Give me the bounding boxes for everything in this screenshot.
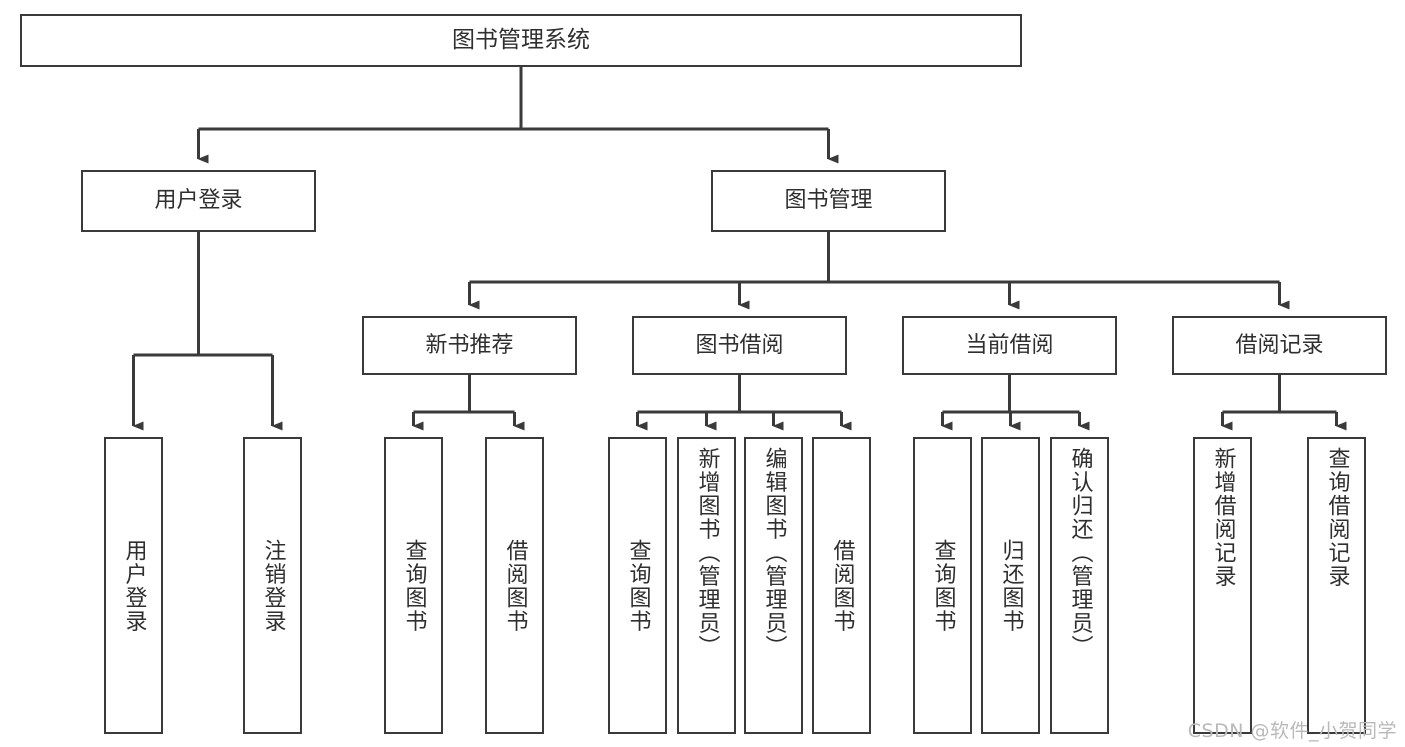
- node-leaf-add-borrow-record[interactable]: 新增借阅记录: [1193, 437, 1252, 734]
- node-leaf-edit-book-admin[interactable]: 编辑图书（管理员）: [744, 437, 803, 734]
- node-leaf-borrow-book-recommend[interactable]: 借阅图书: [485, 437, 544, 734]
- node-book-borrow[interactable]: 图书借阅: [632, 316, 847, 375]
- node-label: 图书管理系统: [452, 26, 590, 53]
- node-leaf-query-borrow-record[interactable]: 查询借阅记录: [1307, 437, 1366, 734]
- node-leaf-return-book[interactable]: 归还图书: [981, 437, 1040, 734]
- node-book-management[interactable]: 图书管理: [711, 170, 946, 232]
- node-user-login[interactable]: 用户登录: [81, 170, 316, 232]
- node-label: 归还图书: [998, 538, 1024, 633]
- node-current-borrow[interactable]: 当前借阅: [902, 316, 1117, 375]
- node-leaf-query-book-current[interactable]: 查询图书: [913, 437, 972, 734]
- node-new-book-recommend[interactable]: 新书推荐: [362, 316, 577, 375]
- node-label: 借阅图书: [502, 538, 528, 633]
- node-borrow-record[interactable]: 借阅记录: [1172, 316, 1387, 375]
- node-leaf-borrow-book[interactable]: 借阅图书: [812, 437, 871, 734]
- node-label: 新增借阅记录: [1210, 447, 1236, 588]
- node-label: 确认归还（管理员）: [1067, 447, 1093, 659]
- node-label: 新增图书（管理员）: [694, 447, 720, 659]
- node-label: 查询图书: [401, 538, 427, 633]
- node-leaf-query-book-borrow[interactable]: 查询图书: [608, 437, 667, 734]
- node-label: 新书推荐: [425, 332, 514, 358]
- node-label: 借阅记录: [1235, 332, 1324, 358]
- node-label: 编辑图书（管理员）: [761, 447, 787, 659]
- node-label: 图书管理: [784, 188, 873, 214]
- node-leaf-user-login[interactable]: 用户登录: [104, 437, 163, 734]
- node-label: 查询借阅记录: [1324, 447, 1350, 588]
- node-leaf-confirm-return-admin[interactable]: 确认归还（管理员）: [1050, 437, 1109, 734]
- node-label: 用户登录: [121, 538, 147, 633]
- node-label: 查询图书: [930, 538, 956, 633]
- node-label: 借阅图书: [829, 538, 855, 633]
- node-root[interactable]: 图书管理系统: [20, 14, 1022, 67]
- node-leaf-add-book-admin[interactable]: 新增图书（管理员）: [677, 437, 736, 734]
- node-leaf-query-book-recommend[interactable]: 查询图书: [384, 437, 443, 734]
- node-label: 图书借阅: [695, 332, 784, 358]
- node-label: 查询图书: [625, 538, 651, 633]
- node-label: 注销登录: [260, 538, 286, 633]
- node-label: 当前借阅: [965, 332, 1054, 358]
- node-label: 用户登录: [154, 188, 243, 214]
- node-leaf-logout-login[interactable]: 注销登录: [243, 437, 302, 734]
